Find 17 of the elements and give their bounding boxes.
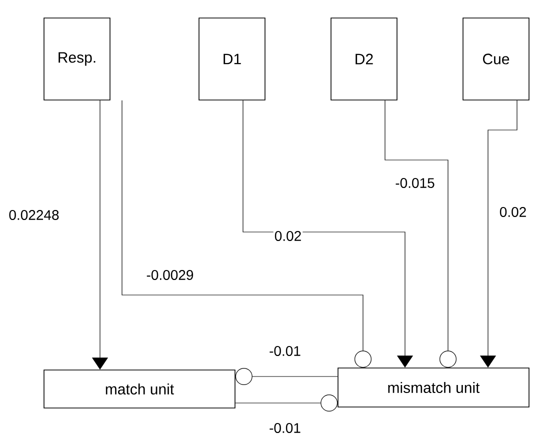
edge-label: 0.02: [498, 206, 528, 218]
connector-arrow: [384, 100, 456, 368]
edge-label: 0.02248: [8, 209, 60, 221]
unit-box: Cue: [462, 18, 530, 100]
edge-label: -0.01: [268, 422, 302, 434]
edge-label: -0.015: [394, 177, 436, 189]
connector-arrow: [122, 100, 372, 368]
unit-box: Resp.: [44, 18, 110, 100]
edge-label: 0.02: [273, 230, 303, 242]
edge-label: -0.01: [268, 345, 302, 357]
connector-arrow: [235, 394, 338, 412]
unit-box: D2: [330, 18, 398, 100]
connector-arrow: [235, 368, 338, 385]
unit-box: match unit: [44, 370, 236, 408]
unit-box: D1: [198, 18, 266, 100]
edge-label: -0.0029: [145, 269, 195, 281]
unit-box: mismatch unit: [338, 368, 530, 408]
